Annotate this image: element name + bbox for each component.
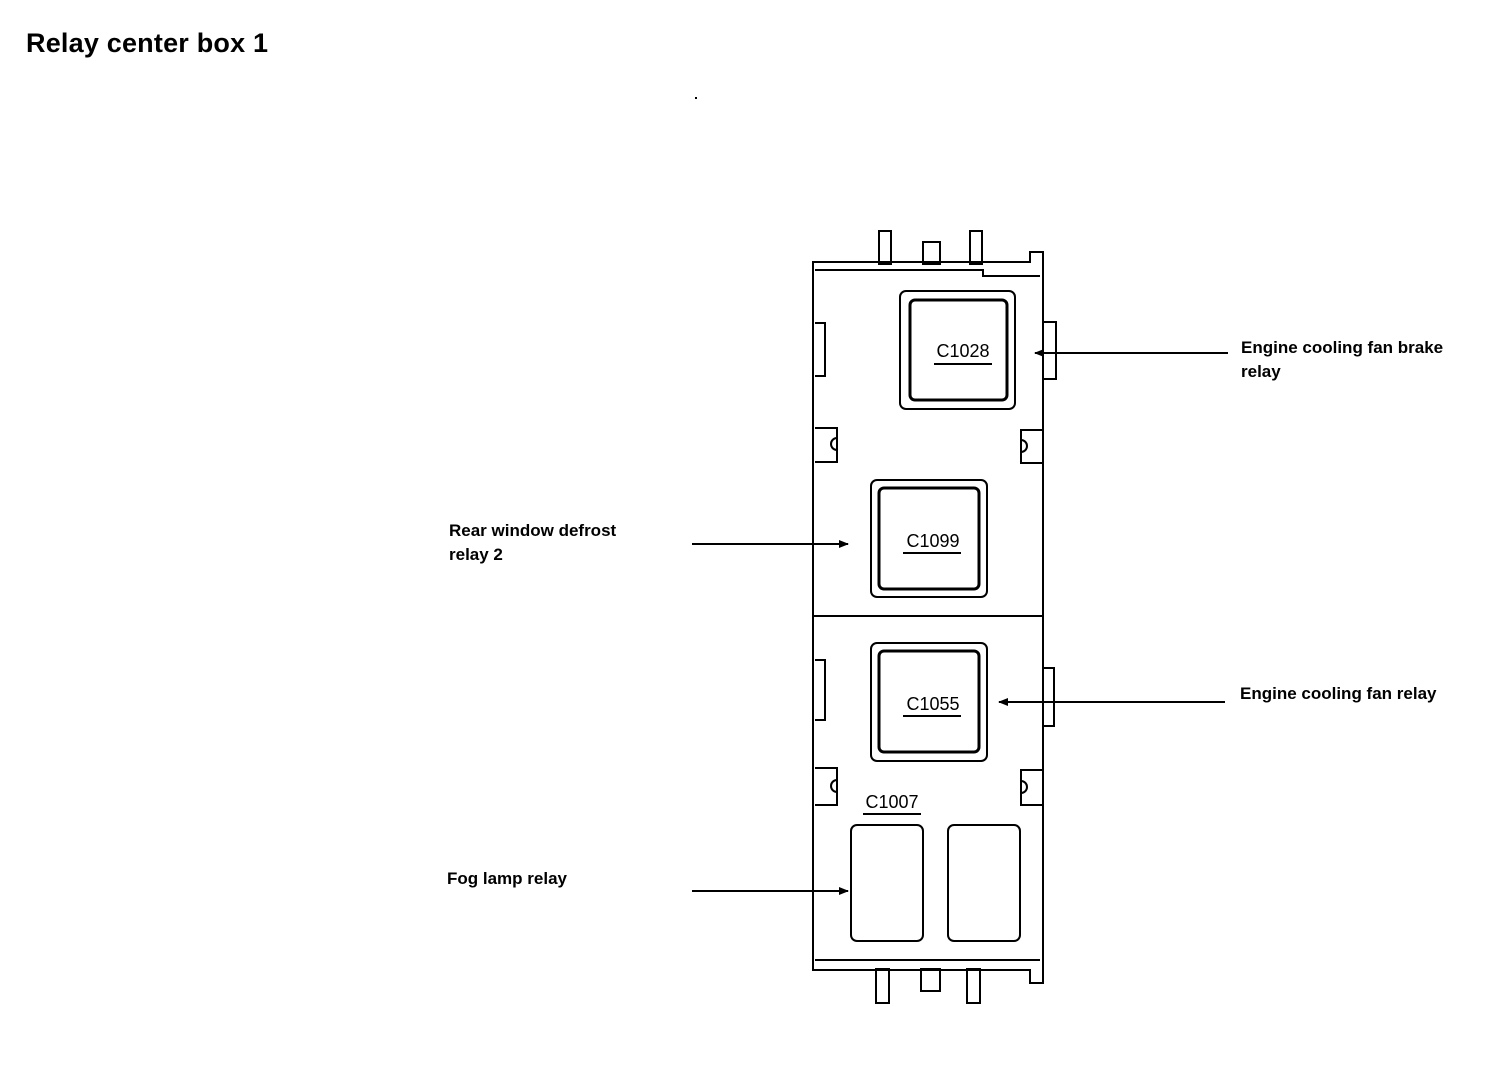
housing-top-rim (815, 269, 1040, 277)
clip-detail (830, 779, 838, 793)
page-title: Relay center box 1 (26, 28, 269, 58)
connector-c1007-label: C1007 (865, 792, 918, 812)
relay-c1055: C1055 (870, 642, 988, 762)
label-engine-cooling-fan-brake-relay: Engine cooling fan brake relay (1241, 338, 1444, 381)
clip-detail (1020, 439, 1028, 453)
side-notch (1020, 429, 1043, 464)
side-notch (815, 659, 826, 721)
label-rear-window-defrost-relay-2: Rear window defrost relay 2 (449, 521, 617, 564)
connector-c1055-label: C1055 (906, 694, 959, 714)
connector-c1028-label: C1028 (936, 341, 989, 361)
side-tab (1042, 321, 1057, 380)
label-fog-lamp-relay: Fog lamp relay (447, 869, 567, 888)
side-notch (1020, 769, 1043, 806)
top-terminal (969, 230, 983, 265)
side-notch (815, 767, 838, 806)
bottom-terminal (875, 968, 890, 1004)
relay-c1028: C1028 (899, 290, 1016, 410)
top-terminal (922, 241, 941, 265)
relay-slot (850, 824, 924, 942)
side-tab (1042, 667, 1055, 727)
bottom-terminal (920, 968, 941, 992)
label-engine-cooling-fan-relay: Engine cooling fan relay (1240, 684, 1437, 703)
bottom-terminal (966, 968, 981, 1004)
relay-c1099: C1099 (870, 479, 988, 598)
clip-detail (830, 437, 838, 451)
side-notch (815, 322, 826, 377)
relay-slot (947, 824, 1021, 942)
relay-box-housing (812, 230, 1057, 1004)
clip-detail (1020, 780, 1028, 794)
connector-c1099-label: C1099 (906, 531, 959, 551)
scan-dot (695, 97, 697, 99)
relay-c1007: C1007 (850, 792, 1021, 942)
top-terminal (878, 230, 892, 265)
side-notch (815, 427, 838, 463)
